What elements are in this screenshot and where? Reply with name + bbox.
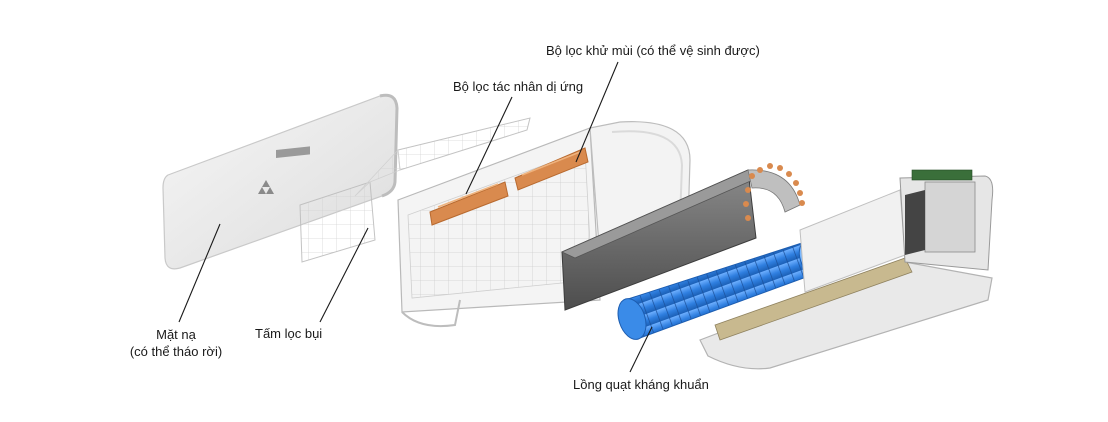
leader-lines bbox=[178, 61, 653, 373]
label-allergen-filter: Bộ lọc tác nhân dị ứng bbox=[453, 79, 584, 94]
label-dust-filter: Tấm lọc bụi bbox=[255, 326, 323, 341]
rear-housing bbox=[699, 169, 994, 370]
deodorizing-filter bbox=[514, 147, 589, 191]
heat-exchanger bbox=[561, 163, 805, 311]
front-panel-leader bbox=[178, 223, 221, 323]
brand-logo-icon bbox=[258, 146, 310, 194]
dust-filter bbox=[299, 117, 531, 263]
deodorizing-filter-leader bbox=[575, 61, 619, 163]
allergen-filter-leader bbox=[465, 96, 513, 195]
fan-leader bbox=[629, 326, 653, 373]
dust-filter-leader bbox=[319, 227, 369, 323]
label-fan: Lồng quạt kháng khuẩn bbox=[573, 377, 709, 392]
front-panel bbox=[162, 93, 399, 270]
allergen-filter bbox=[429, 181, 509, 226]
label-front-panel-line1: Mặt nạ bbox=[156, 327, 196, 342]
label-deodorizing-filter: Bộ lọc khử mùi (có thể vệ sinh được) bbox=[546, 43, 760, 58]
label-front-panel: Mặt nạ (có thể tháo rời) bbox=[118, 326, 234, 360]
label-front-panel-line2: (có thể tháo rời) bbox=[129, 344, 223, 359]
